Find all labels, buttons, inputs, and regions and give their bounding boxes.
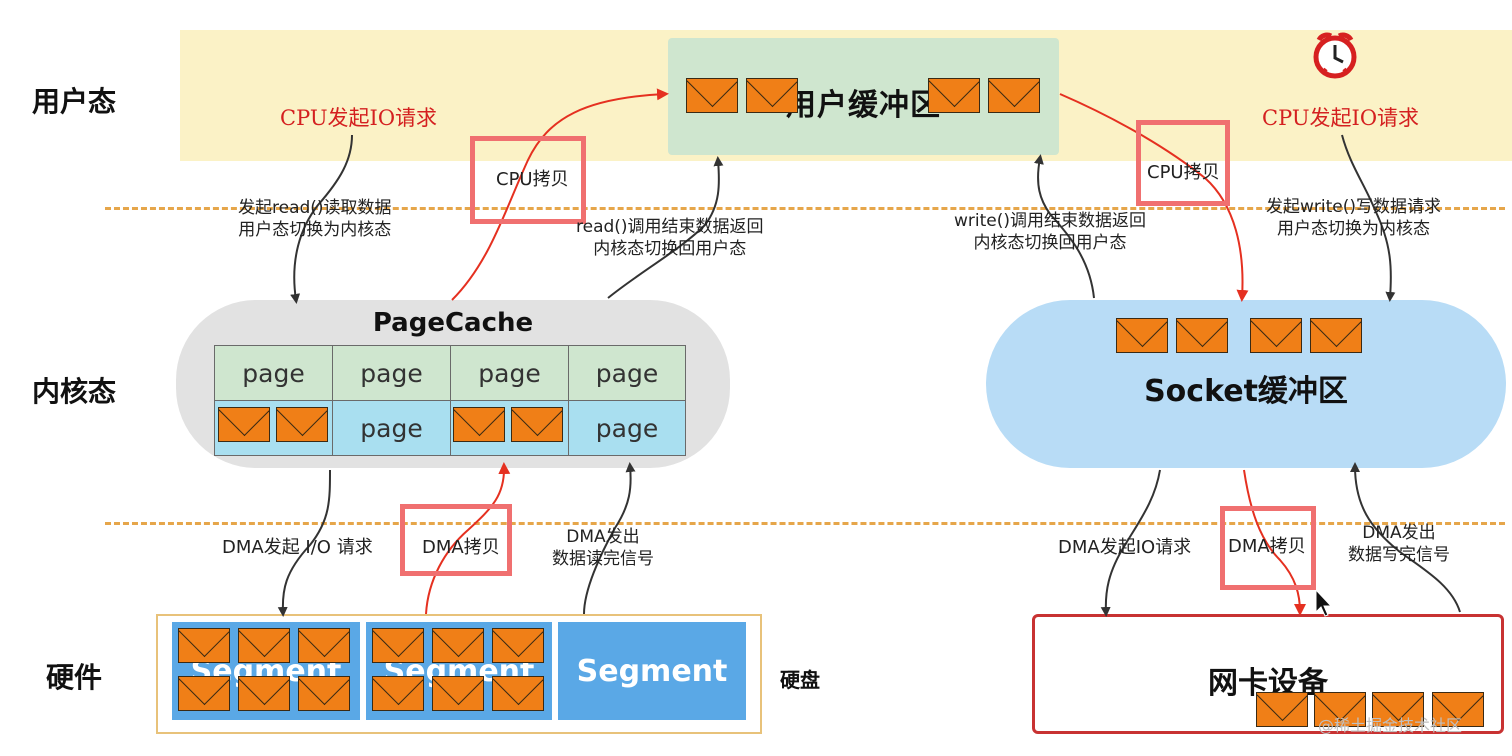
dma-write-done-note: DMA发出 数据写完信号	[1348, 522, 1450, 566]
note-line: read()调用结束数据返回	[576, 217, 764, 237]
data-block-icon	[492, 676, 544, 711]
data-block-icon	[1314, 692, 1366, 727]
note-line: 数据读完信号	[552, 549, 654, 569]
note-line: DMA发出	[1362, 523, 1436, 543]
dma-copy-label-right: DMA拷贝	[1228, 536, 1306, 557]
data-block-icon	[1432, 692, 1484, 727]
cursor-icon	[1315, 588, 1333, 617]
arrow-write-return	[1033, 154, 1095, 299]
data-block-icon	[453, 407, 505, 442]
cpu-write-request-label: CPU发起IO请求	[1262, 106, 1420, 130]
data-block-icon	[928, 78, 980, 113]
data-block-icon	[1116, 318, 1168, 353]
arrow-dma-write-done	[1350, 462, 1461, 613]
data-block-icon	[492, 628, 544, 663]
data-block-icon	[1310, 318, 1362, 353]
cpu-copy-highlight-right	[1136, 120, 1230, 206]
arrow-cpu-copy-left	[451, 88, 669, 301]
arrow-dma-read-request	[277, 469, 331, 617]
read-return-note: read()调用结束数据返回 内核态切换回用户态	[576, 216, 764, 260]
data-block-icon	[218, 407, 270, 442]
note-line: 用户态切换为内核态	[1277, 219, 1430, 239]
arrow-write-call	[1341, 134, 1396, 302]
data-block-icon	[432, 676, 484, 711]
data-block-icon	[1256, 692, 1308, 727]
dma-read-done-note: DMA发出 数据读完信号	[552, 526, 654, 570]
layer-label-kernel: 内核态	[32, 375, 117, 408]
dma-copy-highlight-right	[1220, 506, 1316, 590]
data-block-icon	[178, 676, 230, 711]
data-block-icon	[372, 676, 424, 711]
data-block-icon	[372, 628, 424, 663]
arrow-dma-copy-right	[1243, 469, 1306, 616]
dma-copy-highlight-left	[400, 504, 512, 576]
data-block-icon	[238, 676, 290, 711]
data-block-icon	[178, 628, 230, 663]
data-block-icon	[1176, 318, 1228, 353]
page-cell: page	[214, 345, 333, 401]
arrow-cpu-copy-right	[1059, 93, 1249, 302]
note-line: 数据写完信号	[1348, 545, 1450, 565]
data-block-icon	[238, 628, 290, 663]
page-cache-title: PageCache	[372, 308, 534, 338]
user-kernel-divider	[105, 207, 1505, 210]
data-block-icon	[432, 628, 484, 663]
data-block-icon	[746, 78, 798, 113]
arrow-dma-write-request	[1100, 469, 1161, 617]
note-line: DMA发出	[566, 527, 640, 547]
dma-copy-label-left: DMA拷贝	[422, 537, 500, 558]
note-line: 内核态切换回用户态	[973, 233, 1127, 253]
write-return-note: write()调用结束数据返回 内核态切换回用户态	[954, 210, 1146, 254]
read-call-note: 发起read()读取数据 用户态切换为内核态	[238, 197, 392, 241]
note-line: 发起write()写数据请求	[1266, 197, 1442, 217]
arrow-read-call	[290, 134, 353, 304]
cpu-copy-highlight-left	[470, 136, 586, 224]
page-cell: page	[450, 345, 569, 401]
page-cell: page	[332, 345, 451, 401]
dma-read-request-note: DMA发起 I/O 请求	[222, 537, 373, 558]
note-line: 用户态切换为内核态	[238, 220, 392, 240]
arrow-dma-copy-left	[425, 462, 511, 615]
data-block-icon	[1372, 692, 1424, 727]
alarm-clock-icon	[1313, 32, 1357, 79]
data-block-icon	[511, 407, 563, 442]
watermark: @稀土掘金技术社区	[1318, 716, 1463, 735]
page-cell: page	[332, 400, 451, 456]
write-call-note: 发起write()写数据请求 用户态切换为内核态	[1266, 196, 1441, 240]
dma-write-request-note: DMA发起IO请求	[1058, 537, 1192, 558]
page-cell: page	[568, 400, 686, 456]
data-block-icon	[276, 407, 328, 442]
layer-label-user: 用户态	[32, 85, 117, 118]
kernel-hardware-divider	[105, 522, 1505, 525]
arrow-read-return	[607, 156, 724, 299]
cpu-read-request-label: CPU发起IO请求	[280, 106, 438, 130]
cpu-copy-label-right: CPU拷贝	[1147, 162, 1220, 183]
socket-buffer-title: Socket缓冲区	[1144, 374, 1348, 409]
data-block-icon	[298, 676, 350, 711]
note-line: 内核态切换回用户态	[593, 239, 747, 259]
disk-label: 硬盘	[780, 668, 820, 692]
note-line: 发起read()读取数据	[238, 198, 392, 218]
cpu-copy-label-left: CPU拷贝	[496, 169, 569, 190]
data-block-icon	[1250, 318, 1302, 353]
data-block-icon	[988, 78, 1040, 113]
arrow-dma-read-done	[583, 462, 636, 615]
socket-buffer	[986, 300, 1506, 468]
note-line: write()调用结束数据返回	[954, 211, 1147, 231]
layer-label-hardware: 硬件	[46, 661, 103, 694]
data-block-icon	[298, 628, 350, 663]
user-buffer-title: 用户缓冲区	[786, 88, 941, 123]
data-block-icon	[686, 78, 738, 113]
disk-segment: Segment	[558, 622, 746, 720]
